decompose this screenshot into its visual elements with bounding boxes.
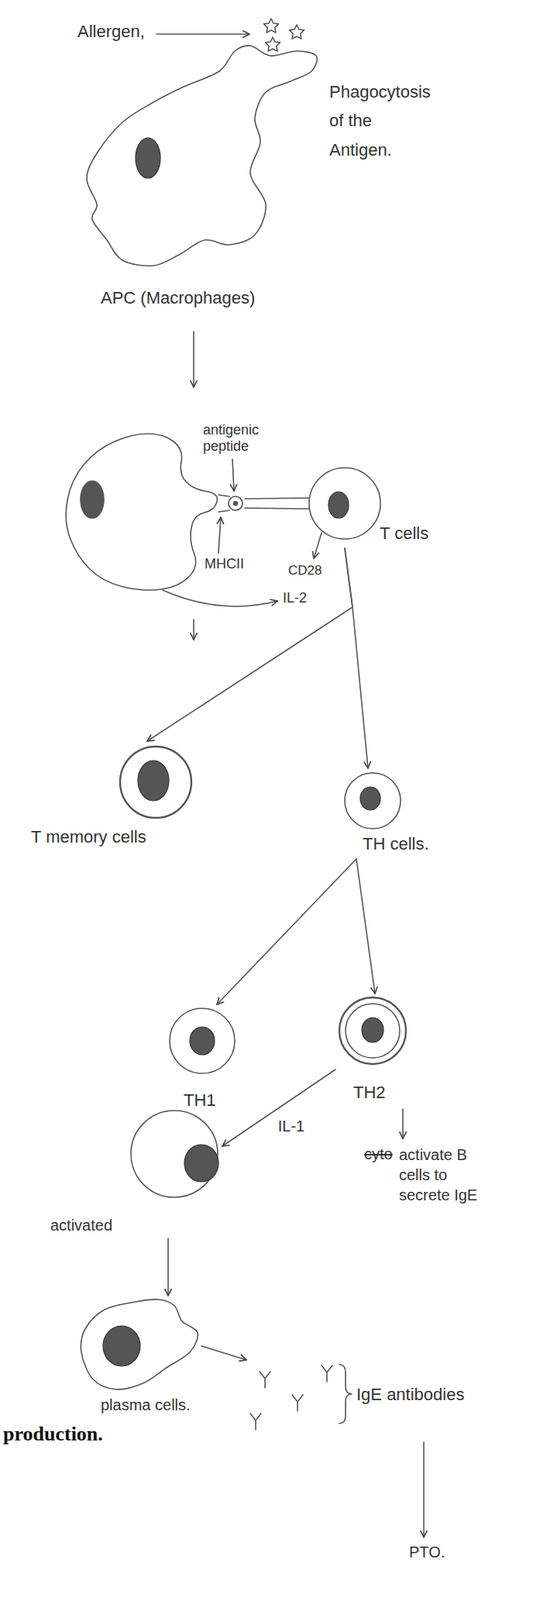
struck-note: cyto: [364, 1145, 393, 1164]
annotation: Allergen,: [77, 21, 145, 42]
cell-label: TH1: [183, 1090, 217, 1111]
allergen-arrow: [156, 33, 250, 35]
annotation: IgE antibodies: [356, 1385, 465, 1406]
cell-shapes: [339, 997, 406, 1065]
connector-arrow: [344, 548, 369, 769]
cell-nucleus: [361, 1018, 384, 1043]
connector-arrow: [147, 548, 353, 742]
cell-nucleus: [135, 137, 161, 179]
cell-membrane: [169, 1008, 235, 1074]
th1-cell: TH1: [166, 1007, 237, 1114]
b-cell: activated: [46, 1107, 221, 1237]
apc-cell: [65, 433, 217, 591]
cell-outline: [77, 38, 320, 311]
cell-label: activated: [50, 1216, 113, 1235]
leader-line: [313, 533, 322, 559]
cell-membrane: [339, 997, 406, 1065]
cell-label: T cells: [379, 523, 429, 544]
antibody-symbol: [259, 1372, 271, 1389]
annotation: Phagocytosis of the Antigen.: [329, 77, 438, 165]
peptide-dot: [233, 502, 238, 506]
connector-arrow: [356, 859, 375, 995]
cell-nucleus: [360, 787, 381, 811]
cell-label: TH cells.: [362, 834, 430, 855]
plasma-cell: plasma cells.: [73, 1298, 200, 1417]
cell-shapes: [169, 1008, 235, 1074]
cell-shapes: [120, 746, 192, 819]
step-arrow: [192, 331, 195, 388]
cell-label: plasma cells.: [100, 1396, 191, 1415]
connector-arrow: [167, 1238, 169, 1297]
il2-arrow: [162, 590, 278, 607]
connector-arrow: [222, 1069, 336, 1147]
connector-arrow: [216, 859, 357, 1005]
cell-label: TH2: [353, 1083, 386, 1104]
memory-cell: T memory cells: [30, 743, 193, 850]
continue-arrow: [423, 1442, 425, 1538]
cell-label: APC (Macrophages): [100, 288, 255, 309]
annotation: activate B cells to secrete IgE: [398, 1145, 496, 1206]
th2-cell: TH2: [337, 996, 408, 1106]
t-cell-receptor: [244, 498, 310, 510]
edge-label: IL-1: [276, 1117, 307, 1136]
cell-shapes: [309, 467, 381, 540]
cell-shapes: [344, 773, 401, 829]
leader-line: [218, 517, 221, 554]
step-arrow: [402, 1109, 404, 1139]
cell-membrane: [309, 467, 381, 540]
annotation: IL-2: [282, 590, 307, 608]
cell-membrane: [344, 773, 401, 829]
cell-shapes: [80, 1300, 198, 1390]
cell-nucleus: [137, 760, 169, 802]
cell-nucleus: [103, 1326, 141, 1367]
cell-shapes: [130, 1110, 219, 1198]
cell-membrane: [345, 1004, 400, 1059]
apc-cell: APC (Macrophages): [77, 38, 320, 311]
allergen-star: [265, 37, 281, 52]
antibody-symbol: [321, 1365, 333, 1383]
annotation: production.: [3, 1422, 104, 1447]
leader-line: [232, 459, 234, 492]
cell-membrane: [130, 1110, 218, 1198]
annotation: antigenic peptide: [202, 422, 281, 455]
cell-label: T memory cells: [30, 827, 147, 848]
cell-nucleus: [328, 491, 349, 519]
allergen-star: [264, 18, 279, 33]
annotation: PTO.: [409, 1543, 445, 1562]
annotation: MHCII: [204, 556, 245, 574]
t-cell: T cells: [306, 464, 431, 547]
antigenic-peptide: [228, 496, 243, 511]
apc-nucleus: [80, 481, 104, 519]
cell-membrane: [86, 45, 317, 266]
annotation: CD28: [288, 563, 322, 579]
cell-membrane: [120, 746, 192, 819]
cell-membrane: [80, 1300, 198, 1390]
brace: [339, 1365, 352, 1424]
step-arrow: [192, 619, 195, 640]
antibody-symbol: [292, 1395, 303, 1412]
antibody-symbol: [250, 1413, 262, 1431]
secretion-arrow: [201, 1346, 247, 1361]
mhc-receptor: [218, 495, 230, 513]
allergen-star: [289, 24, 305, 39]
cell-nucleus: [184, 1145, 219, 1183]
cell-shapes: [86, 45, 317, 266]
cell-nucleus: [189, 1027, 215, 1056]
helper-cell: TH cells.: [340, 770, 431, 857]
